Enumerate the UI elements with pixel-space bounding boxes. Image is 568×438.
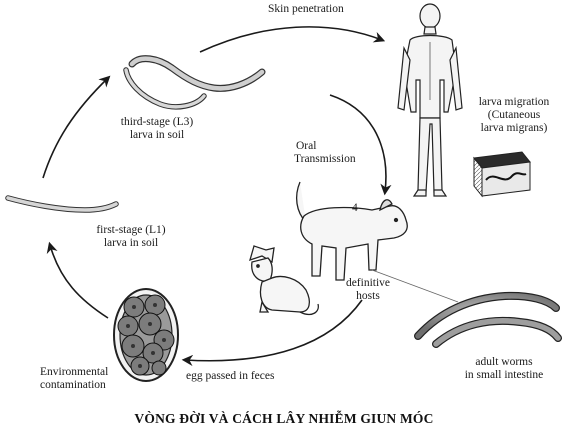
first-stage-larva-drawing bbox=[5, 195, 119, 213]
larva-migration-line-2: (Cutaneous bbox=[487, 109, 541, 121]
label-larva-migration: larva migration (Cutaneous larva migrans… bbox=[468, 96, 560, 135]
adult-worms-line-1: adult worms bbox=[475, 356, 533, 368]
egg-drawing bbox=[113, 288, 179, 382]
first-stage-line-2: larva in soil bbox=[103, 237, 159, 249]
figure-caption: VÒNG ĐỜI VÀ CÁCH LÂY NHIỄM GIUN MÓC bbox=[134, 411, 434, 426]
oral-line-2: Transmission bbox=[294, 153, 356, 165]
label-oral-transmission: Oral Transmission bbox=[294, 140, 356, 166]
larva-migration-line-1: larva migration bbox=[478, 96, 550, 108]
third-stage-line-1: third-stage (L3) bbox=[120, 116, 194, 128]
arrow-oral-transmission bbox=[329, 94, 392, 196]
definitive-line-2: hosts bbox=[356, 290, 380, 302]
skin-block-drawing bbox=[473, 151, 531, 198]
third-stage-line-2: larva in soil bbox=[129, 129, 185, 141]
human-figure-drawing bbox=[397, 3, 463, 197]
pointer-line bbox=[371, 269, 459, 303]
cycle-arrows bbox=[42, 26, 392, 367]
label-third-stage: third-stage (L3) larva in soil bbox=[102, 116, 212, 142]
label-definitive-hosts: definitive hosts bbox=[336, 277, 400, 303]
label-skin-penetration: Skin penetration bbox=[268, 3, 344, 15]
definitive-line-1: definitive bbox=[345, 277, 391, 289]
label-adult-worms: adult worms in small intestine bbox=[446, 356, 562, 382]
oral-line-1: Oral bbox=[296, 140, 317, 152]
third-stage-larva-drawing bbox=[123, 55, 266, 110]
dog-drawing bbox=[295, 181, 408, 281]
larva-migration-line-3: larva migrans) bbox=[480, 122, 548, 134]
env-line-1: Environmental bbox=[40, 366, 109, 378]
cat-drawing bbox=[249, 245, 319, 316]
adult-worms-line-2: in small intestine bbox=[464, 369, 544, 381]
label-first-stage: first-stage (L1) larva in soil bbox=[76, 224, 186, 250]
label-egg-passed: egg passed in feces bbox=[186, 370, 275, 382]
arrow-skin-penetration bbox=[199, 26, 386, 53]
arrow-l1-to-l3 bbox=[42, 75, 111, 179]
first-stage-line-1: first-stage (L1) bbox=[96, 224, 166, 236]
adult-worms-drawing bbox=[414, 291, 562, 348]
arrow-to-egg bbox=[181, 299, 363, 367]
label-environmental-contamination: Environmental contamination bbox=[40, 366, 108, 392]
arrow-env-to-l1 bbox=[46, 241, 109, 319]
env-line-2: contamination bbox=[40, 379, 106, 391]
label-stage-number: 4 bbox=[352, 202, 358, 214]
